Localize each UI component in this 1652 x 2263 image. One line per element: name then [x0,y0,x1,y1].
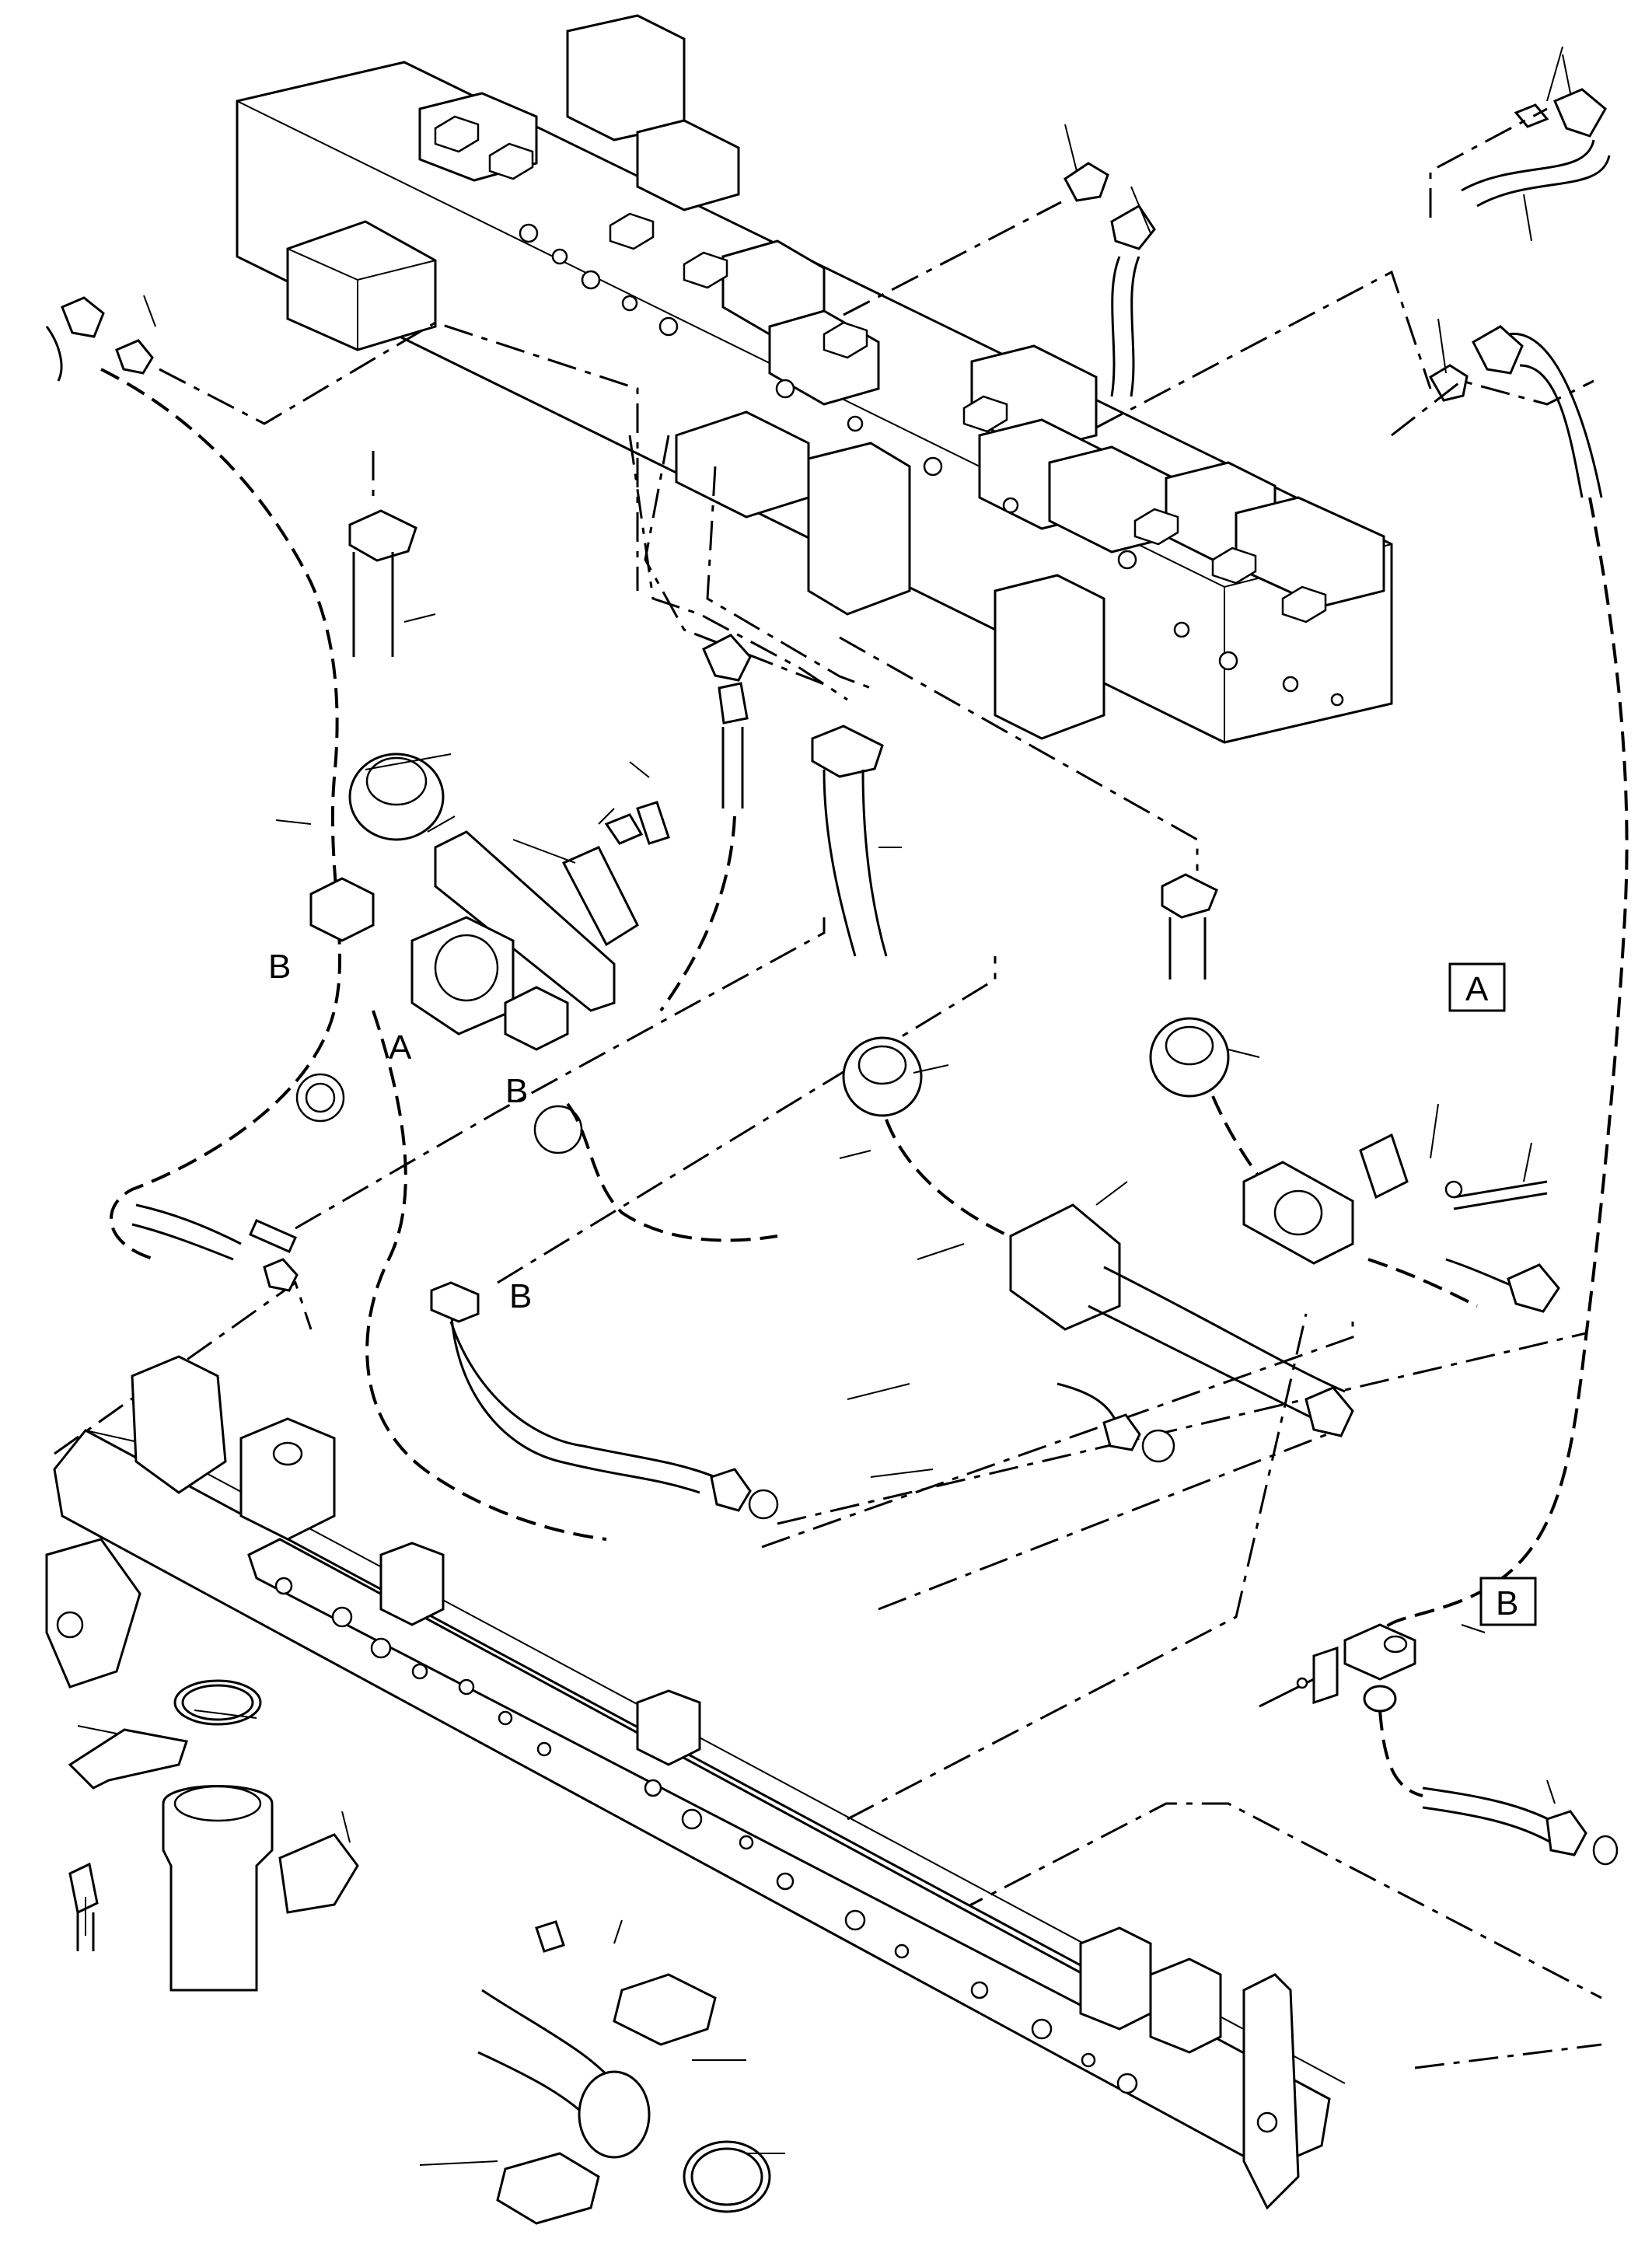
far-right-hose [1259,497,1629,1866]
center-clamp-assembly [309,509,778,1242]
cross-beam [45,1355,1346,2210]
left-hose-loop [100,368,345,1292]
box-callout-b: B [1479,1577,1537,1626]
box-label-b: B [1496,1584,1518,1622]
right-center-hoses [811,725,1560,1463]
label-b-mid: B [509,1277,532,1315]
middle-hose [365,634,779,1541]
bottom-left-cylinder [68,1679,359,1992]
hex-plugs [434,115,1327,623]
box-label-a: A [1465,970,1489,1008]
top-right-fittings [45,88,1611,498]
valve-manifold-assembly [236,14,1393,744]
label-b-left: B [268,948,291,986]
box-callout-a: A [1448,962,1506,1012]
beam-holes [274,1577,1278,2133]
bottom-center-clamp [477,1920,771,2225]
label-b-center: B [505,1072,528,1110]
manifold-ports [519,223,1344,707]
callout-labels: B A B B A B [268,948,1537,1626]
leader-lines [77,46,1571,2166]
label-a-left: A [389,1028,412,1067]
